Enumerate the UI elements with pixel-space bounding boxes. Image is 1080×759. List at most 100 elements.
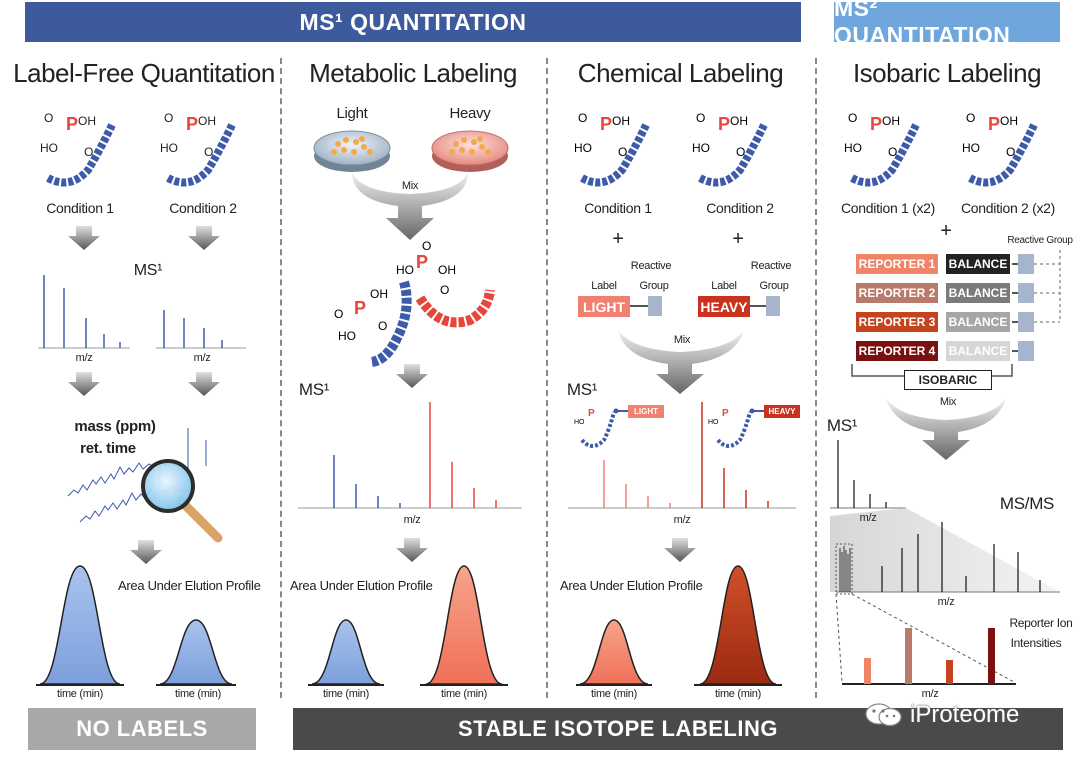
isobaric-title: Isobaric Labeling	[852, 58, 1042, 88]
column-divider-1	[280, 58, 282, 698]
svg-text:OH: OH	[78, 114, 96, 128]
light-tag: LIGHT	[578, 296, 630, 317]
chemical-condition-2: Condition 2	[706, 200, 774, 216]
svg-text:O: O	[966, 111, 975, 125]
isobaric-tag: ISOBARIC	[904, 370, 992, 390]
watermark: iProteome	[864, 700, 1019, 730]
reporter-tag-4: REPORTER 4	[856, 341, 938, 361]
isobaric-reactive-groups	[1012, 250, 1061, 361]
elution-peak-1b	[156, 619, 236, 686]
metabolic-title: Metabolic Labeling	[309, 58, 517, 88]
svg-text:HO: HO	[160, 141, 178, 155]
metabolic-auc-label: Area Under Elution Profile	[290, 578, 433, 593]
svg-text:HO: HO	[844, 141, 862, 155]
arrow-down-icon	[188, 372, 220, 396]
chemical-reactive-1: Reactive	[630, 260, 672, 272]
arrow-down-icon	[130, 540, 162, 564]
reporter-ion-bar-2	[905, 628, 912, 684]
label-free-time-2: time (min)	[175, 688, 221, 700]
label-free-mz-1: m/z	[75, 352, 93, 364]
svg-text:P: P	[588, 408, 595, 419]
arrow-down-icon	[68, 372, 100, 396]
mixed-molecules: P HO O OH O P O OH HO O	[334, 239, 495, 367]
chemical-label-1: Label	[591, 280, 617, 292]
svg-text:OH: OH	[198, 114, 216, 128]
svg-text:P: P	[722, 408, 729, 419]
label-free-ms1-label: MS¹	[133, 262, 163, 279]
intensities-label: Intensities	[1010, 636, 1062, 650]
reporter-ion-bar-1	[864, 658, 871, 684]
svg-text:OH: OH	[882, 114, 900, 128]
svg-text:O: O	[578, 111, 587, 125]
svg-text:OH: OH	[612, 114, 630, 128]
ret-time-label: ret. time	[80, 440, 136, 457]
svg-text:O: O	[84, 145, 93, 159]
elution-peak-2a	[308, 619, 384, 686]
svg-text:HO: HO	[396, 263, 414, 277]
isobaric-msms-label: MS/MS	[999, 494, 1055, 513]
svg-text:HO: HO	[40, 141, 58, 155]
svg-text:P: P	[186, 114, 198, 134]
metabolic-mix-label: Mix	[401, 180, 419, 192]
chemical-mix-label: Mix	[673, 334, 691, 346]
spectrum-4-ms1	[830, 440, 906, 509]
spectrum-1b	[156, 310, 246, 349]
svg-text:O: O	[696, 111, 705, 125]
zoom-wedge	[830, 508, 1060, 592]
column-divider-2	[546, 58, 548, 698]
svg-text:P: P	[416, 252, 428, 272]
column-divider-3	[815, 58, 817, 698]
svg-text:O: O	[1006, 145, 1015, 159]
svg-text:O: O	[440, 283, 449, 297]
mass-ppm-label: mass (ppm)	[74, 418, 156, 435]
elution-peak-1a	[36, 565, 124, 686]
isobaric-mz-3: m/z	[921, 688, 939, 700]
molecule-4a: P OH HO O O	[844, 111, 920, 187]
magnifier-icon	[141, 459, 223, 543]
ms2-quantitation-banner: MS² QUANTITATION	[834, 0, 1060, 48]
isobaric-mz-1: m/z	[859, 512, 877, 524]
isobaric-reactive-group-label: Reactive Group	[1007, 235, 1073, 246]
chemical-group-1: Group	[639, 280, 669, 292]
molecule-3a: P OH HO O O	[574, 111, 650, 187]
arrow-down-icon	[396, 364, 428, 388]
svg-text:OH: OH	[370, 287, 388, 301]
chemical-auc-label: Area Under Elution Profile	[560, 578, 703, 593]
svg-text:OH: OH	[730, 114, 748, 128]
no-labels-text: NO LABELS	[76, 716, 208, 741]
svg-text:OH: OH	[438, 263, 456, 277]
elution-peak-3b	[694, 565, 782, 686]
balance-tag-4: BALANCE	[946, 341, 1010, 361]
svg-text:HO: HO	[574, 419, 585, 426]
reporter-tag-1: REPORTER 1	[856, 254, 938, 274]
chemical-group-2: Group	[759, 280, 789, 292]
svg-text:HO: HO	[574, 141, 592, 155]
elution-peak-3a	[576, 619, 652, 686]
spectrum-3	[568, 402, 796, 509]
svg-text:P: P	[354, 298, 366, 318]
svg-text:P: P	[870, 114, 882, 134]
svg-text:O: O	[44, 111, 53, 125]
mix-arrow	[886, 398, 1006, 460]
chemical-ms1-label: MS¹	[566, 380, 598, 399]
ms2-banner-text: MS² QUANTITATION	[834, 0, 1011, 48]
reporter-ion-bar-3	[946, 660, 953, 684]
petri-dish-icon	[313, 130, 391, 172]
metabolic-ms1-label: MS¹	[298, 380, 330, 399]
balance-tag-2: BALANCE	[946, 283, 1010, 303]
chemical-reactive-2: Reactive	[750, 260, 792, 272]
reporter-ion-bars	[842, 628, 1016, 685]
chemical-mz: m/z	[673, 514, 691, 526]
svg-text:O: O	[378, 319, 387, 333]
isobaric-plus: +	[940, 220, 952, 242]
svg-text:HO: HO	[708, 419, 719, 426]
svg-text:P: P	[600, 114, 612, 134]
svg-text:P: P	[988, 114, 1000, 134]
label-free-auc-label: Area Under Elution Profile	[118, 578, 261, 593]
molecule-1b: P OH HO O O	[160, 111, 236, 187]
ms1-quantitation-banner: MS¹ QUANTITATION	[25, 2, 801, 42]
arrow-down-icon	[396, 538, 428, 562]
label-free-time-1: time (min)	[57, 688, 103, 700]
svg-text:O: O	[618, 145, 627, 159]
